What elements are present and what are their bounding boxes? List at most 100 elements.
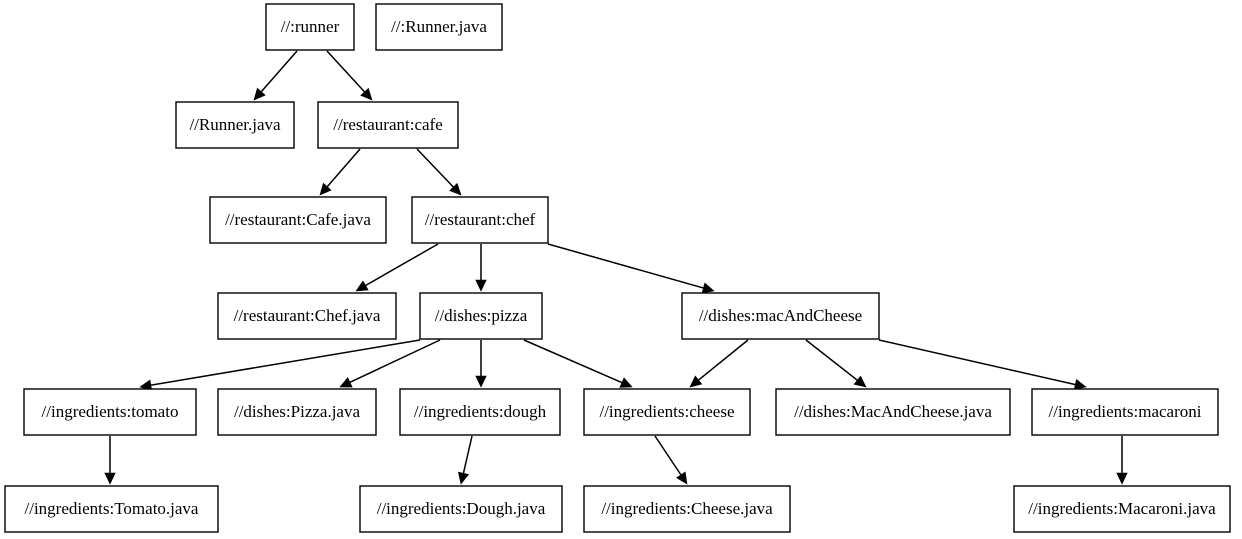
graph-node-dishes_pizza_java[interactable]: //dishes:Pizza.java bbox=[217, 388, 377, 436]
edge-line bbox=[878, 339, 1078, 386]
graph-node-ing_tomato[interactable]: //ingredients:tomato bbox=[23, 388, 197, 436]
graph-edge bbox=[475, 244, 487, 292]
node-box[interactable] bbox=[265, 3, 355, 51]
node-label: //:runner bbox=[281, 17, 340, 36]
node-box[interactable] bbox=[583, 485, 791, 533]
graph-node-dishes_pizza[interactable]: //dishes:pizza bbox=[419, 292, 543, 340]
edge-line bbox=[148, 339, 421, 387]
graph-edge bbox=[654, 435, 688, 485]
graph-node-ing_macaroni[interactable]: //ingredients:macaroni bbox=[1031, 388, 1219, 436]
graph-edge bbox=[457, 435, 473, 485]
node-layer: //:runner //:Runner.java //Runner.java //re… bbox=[4, 3, 1231, 533]
node-label: //restaurant:chef bbox=[425, 210, 536, 229]
node-box[interactable] bbox=[209, 196, 387, 244]
node-label: //restaurant:cafe bbox=[333, 115, 443, 134]
graph-edge bbox=[547, 243, 715, 294]
graph-edge bbox=[1116, 436, 1128, 485]
graph-edge bbox=[104, 436, 116, 485]
node-box[interactable] bbox=[217, 292, 397, 340]
node-box[interactable] bbox=[375, 3, 503, 51]
node-box[interactable] bbox=[681, 292, 880, 340]
node-box[interactable] bbox=[399, 388, 561, 436]
graph-node-dishes_mac_java[interactable]: //dishes:MacAndCheese.java bbox=[775, 388, 1011, 436]
edge-arrowhead bbox=[676, 471, 688, 485]
edge-arrowhead bbox=[449, 182, 462, 196]
graph-edge bbox=[689, 339, 749, 388]
edge-line bbox=[416, 148, 456, 190]
graph-node-ing_macaroni_java[interactable]: //ingredients:Macaroni.java bbox=[1013, 485, 1231, 533]
edge-arrowhead bbox=[355, 280, 369, 292]
graph-edge bbox=[253, 50, 298, 101]
graph-node-restaurant_cafe_java[interactable]: //restaurant:Cafe.java bbox=[209, 196, 387, 244]
graph-node-restaurant_chef[interactable]: //restaurant:chef bbox=[411, 196, 549, 244]
edge-line bbox=[326, 50, 367, 94]
node-label: //Runner.java bbox=[189, 115, 281, 134]
edge-line bbox=[696, 339, 749, 382]
edge-arrowhead bbox=[619, 377, 633, 388]
node-label: //restaurant:Cafe.java bbox=[225, 210, 371, 229]
graph-node-runner_java[interactable]: //Runner.java bbox=[175, 101, 295, 149]
graph-edge bbox=[319, 148, 361, 196]
node-label: //ingredients:Dough.java bbox=[377, 499, 546, 518]
node-box[interactable] bbox=[583, 388, 751, 436]
node-box[interactable] bbox=[1031, 388, 1219, 436]
graph-edge bbox=[355, 243, 439, 292]
graph-edge bbox=[139, 339, 421, 391]
graph-edge bbox=[878, 339, 1087, 391]
edge-line bbox=[805, 339, 860, 383]
node-box[interactable] bbox=[775, 388, 1011, 436]
node-box[interactable] bbox=[411, 196, 549, 244]
graph-node-ing_dough_java[interactable]: //ingredients:Dough.java bbox=[359, 485, 563, 533]
node-box[interactable] bbox=[419, 292, 543, 340]
node-label: //ingredients:dough bbox=[414, 402, 547, 421]
node-label: //:Runner.java bbox=[391, 17, 487, 36]
edge-arrowhead bbox=[104, 472, 116, 485]
graph-edge bbox=[475, 340, 487, 388]
edge-line bbox=[363, 243, 439, 288]
graph-node-restaurant_cafe[interactable]: //restaurant:cafe bbox=[317, 101, 459, 149]
edge-arrowhead bbox=[475, 279, 487, 292]
graph-node-runner[interactable]: //:runner bbox=[265, 3, 355, 51]
edge-line bbox=[654, 435, 683, 477]
edge-arrowhead bbox=[457, 471, 470, 485]
edge-arrowhead bbox=[701, 282, 715, 294]
edge-arrowhead bbox=[853, 375, 867, 388]
graph-node-ing_cheese[interactable]: //ingredients:cheese bbox=[583, 388, 751, 436]
edge-arrowhead bbox=[1116, 472, 1128, 485]
graph-node-ing_cheese_java[interactable]: //ingredients:Cheese.java bbox=[583, 485, 791, 533]
node-box[interactable] bbox=[1013, 485, 1231, 533]
node-label: //dishes:pizza bbox=[435, 306, 528, 325]
node-label: //restaurant:Chef.java bbox=[234, 306, 381, 325]
edge-line bbox=[325, 148, 361, 189]
graph-node-ing_dough[interactable]: //ingredients:dough bbox=[399, 388, 561, 436]
edge-arrowhead bbox=[360, 87, 373, 101]
edge-arrowhead bbox=[475, 375, 487, 388]
node-box[interactable] bbox=[317, 101, 459, 149]
edge-arrowhead bbox=[339, 377, 353, 388]
node-box[interactable] bbox=[4, 485, 219, 533]
edge-arrowhead bbox=[319, 182, 332, 196]
node-label: //ingredients:tomato bbox=[42, 402, 179, 421]
node-label: //dishes:macAndCheese bbox=[699, 306, 862, 325]
node-box[interactable] bbox=[175, 101, 295, 149]
edge-line bbox=[347, 339, 441, 384]
node-box[interactable] bbox=[217, 388, 377, 436]
graph-node-restaurant_chef_java[interactable]: //restaurant:Chef.java bbox=[217, 292, 397, 340]
node-label: //ingredients:macaroni bbox=[1049, 402, 1202, 421]
edge-line bbox=[547, 243, 706, 290]
graph-node-dishes_macandcheese[interactable]: //dishes:macAndCheese bbox=[681, 292, 880, 340]
node-box[interactable] bbox=[23, 388, 197, 436]
graph-node-root_runner_java[interactable]: //:Runner.java bbox=[375, 3, 503, 51]
graph-edge bbox=[523, 339, 633, 388]
node-box[interactable] bbox=[359, 485, 563, 533]
graph-node-ing_tomato_java[interactable]: //ingredients:Tomato.java bbox=[4, 485, 219, 533]
graph-edge bbox=[326, 50, 373, 101]
graph-edge bbox=[805, 339, 867, 388]
graph-edge bbox=[416, 148, 462, 196]
node-label: //ingredients:Tomato.java bbox=[25, 499, 199, 518]
node-label: //ingredients:Macaroni.java bbox=[1028, 499, 1216, 518]
edge-arrowhead bbox=[1073, 378, 1087, 391]
edge-line bbox=[523, 339, 625, 385]
edge-line bbox=[259, 50, 298, 94]
